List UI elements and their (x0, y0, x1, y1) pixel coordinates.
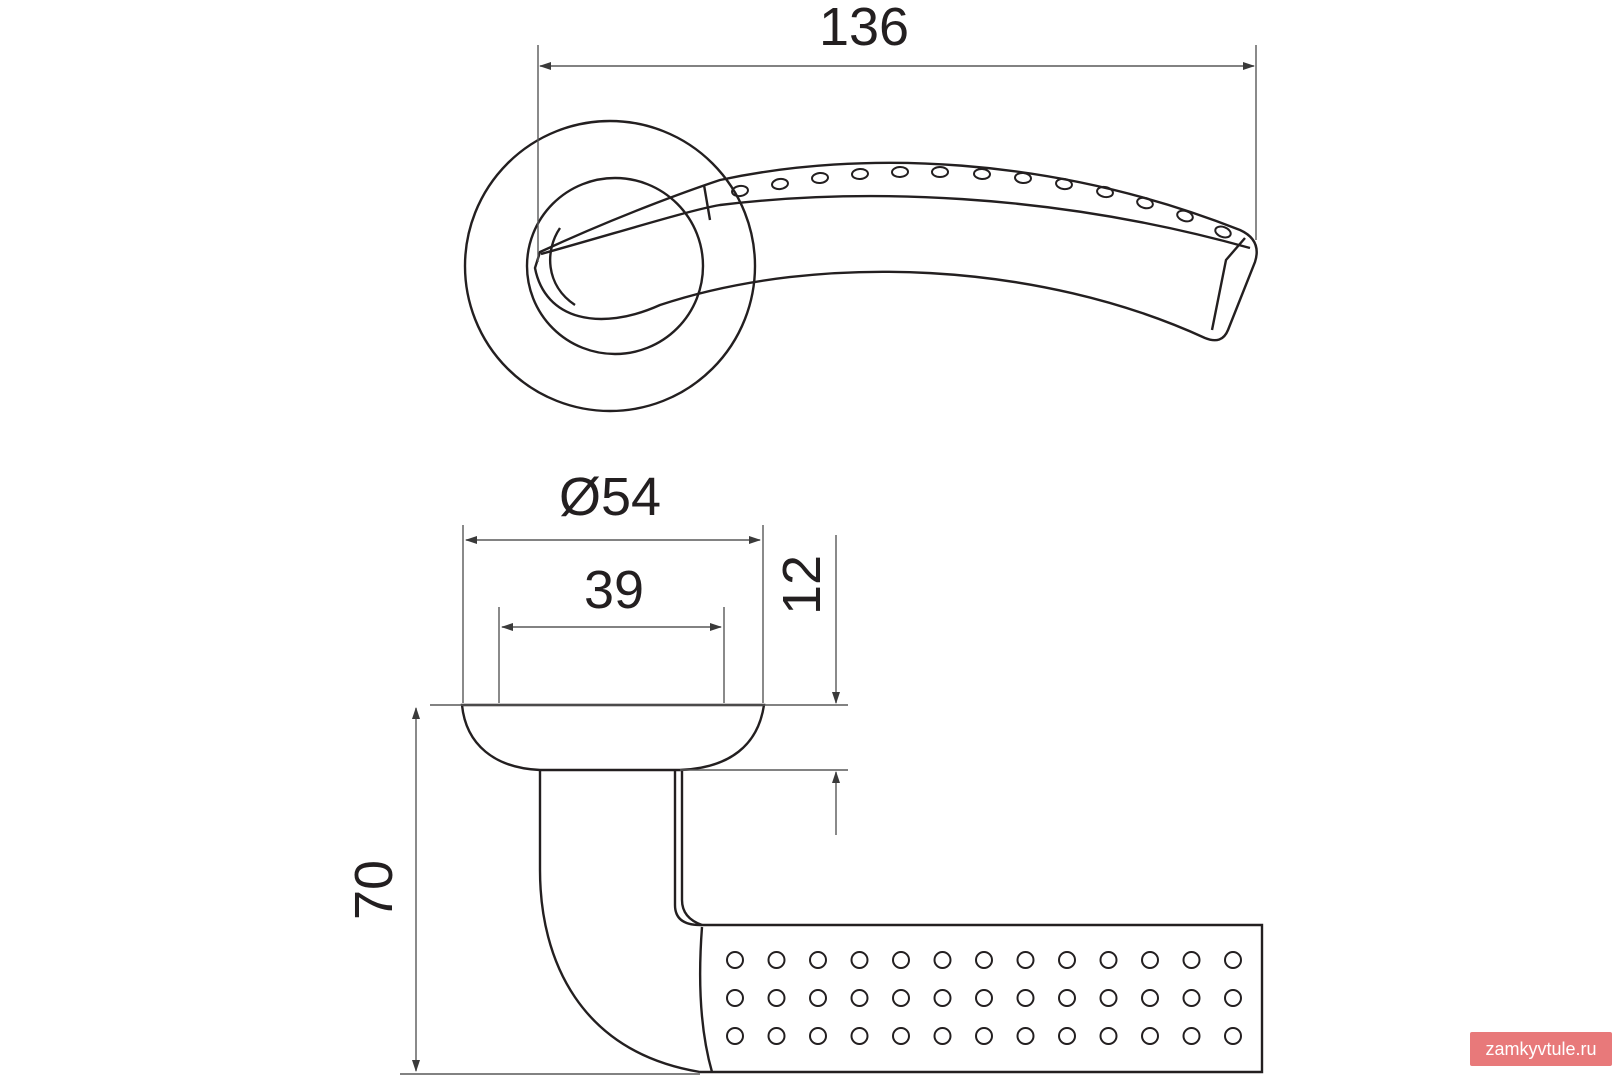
grip-dot (726, 951, 744, 969)
dimension-rosette-height: 12 (430, 535, 848, 835)
grip-dot (933, 989, 952, 1007)
grip-dot (1099, 1027, 1118, 1045)
grip-dot (1224, 951, 1242, 969)
rosette-outer-circle (463, 119, 757, 413)
lever-insert-edge (702, 184, 712, 221)
dimension-lever-height: 70 (344, 707, 700, 1075)
grip-dot (975, 951, 993, 969)
handle-side-view (460, 703, 1264, 1074)
rosette-inner-circle (525, 176, 705, 356)
lever-grip-profile (700, 923, 1264, 1074)
grip-dot (892, 951, 910, 969)
lever-dots-front (731, 165, 1232, 239)
dimension-label-39: 39 (584, 560, 644, 620)
lever-neck-profile (538, 770, 701, 1074)
grip-dot (850, 989, 869, 1007)
grip-dot (1141, 989, 1159, 1007)
grip-dot (726, 1027, 744, 1045)
grip-dot (1182, 1027, 1201, 1045)
grip-dot (892, 989, 910, 1007)
grip-dot (1058, 989, 1076, 1007)
grip-dot (850, 951, 869, 969)
grip-dot (975, 1027, 993, 1045)
lever-neck-curve (548, 227, 576, 306)
grip-dot (1182, 989, 1201, 1007)
grip-dot (1141, 1027, 1159, 1045)
lever-grip-inner-edge (698, 926, 714, 1073)
lever-body (533, 161, 1258, 342)
grip-dot (726, 989, 744, 1007)
dimension-rosette-diameter: Ø54 (462, 467, 764, 703)
grip-dot (1224, 1027, 1242, 1045)
dimension-label-diameter-54: Ø54 (559, 467, 661, 527)
grip-dot (767, 989, 786, 1007)
lever-neck-back (673, 770, 701, 927)
lever-top-edge (540, 194, 1251, 256)
lever-neck-back-inner (680, 770, 703, 927)
grip-dot (1099, 951, 1118, 969)
dimension-rosette-inner: 39 (498, 560, 725, 703)
dimension-label-12: 12 (772, 555, 832, 615)
grip-dot (1016, 989, 1035, 1007)
grip-dot (1058, 1027, 1076, 1045)
lever-insert-tip (1210, 237, 1246, 331)
grip-dot (809, 951, 827, 969)
grip-dot (850, 1027, 869, 1045)
grip-dot (933, 951, 952, 969)
handle-front-view (463, 119, 1258, 413)
dimension-label-136: 136 (819, 0, 909, 57)
grip-dot (933, 1027, 952, 1045)
grip-dot (1224, 989, 1242, 1007)
grip-dot (892, 1027, 910, 1045)
site-watermark: zamkyvtule.ru (1470, 1032, 1612, 1066)
grip-dot (1016, 1027, 1035, 1045)
grip-dot (809, 989, 827, 1007)
grip-dot (1099, 989, 1118, 1007)
lever-dots-side (726, 951, 1242, 1045)
dimension-lever-length: 136 (537, 0, 1257, 262)
rosette-profile (460, 703, 766, 772)
grip-dot (1058, 951, 1076, 969)
grip-dot (767, 951, 786, 969)
grip-dot (1141, 951, 1159, 969)
grip-dot (1182, 951, 1201, 969)
grip-dot (767, 1027, 786, 1045)
dimension-label-70: 70 (344, 860, 404, 920)
grip-dot (809, 1027, 827, 1045)
grip-dot (1016, 951, 1035, 969)
grip-dot (975, 989, 993, 1007)
